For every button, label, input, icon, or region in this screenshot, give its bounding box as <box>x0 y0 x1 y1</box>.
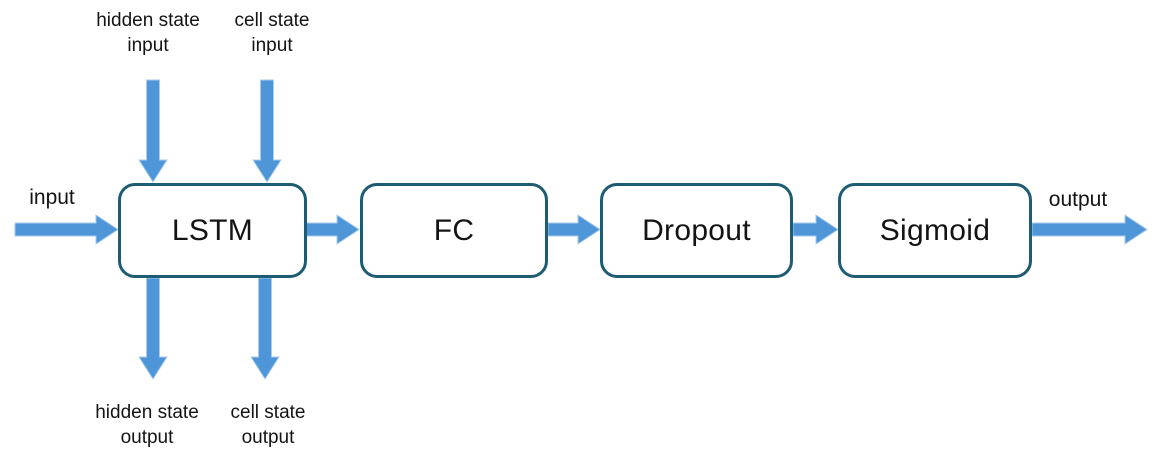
hidden-state-input-arrow <box>138 79 168 183</box>
fc-box-label: FC <box>433 213 475 247</box>
dropout-to-sigmoid-arrow <box>792 214 839 245</box>
hidden-state-output-label-line1: hidden state <box>95 402 199 423</box>
cell-state-input-label: cell state input <box>212 8 332 58</box>
dropout-box: Dropout <box>600 183 793 278</box>
lstm-to-fc-arrow <box>305 214 360 245</box>
lstm-box: LSTM <box>118 183 307 278</box>
output-label: output <box>1048 188 1108 211</box>
hidden-state-output-arrow <box>138 277 168 380</box>
cell-state-output-arrow <box>250 277 280 380</box>
fc-box: FC <box>360 183 548 278</box>
cell-state-input-arrow <box>252 79 282 183</box>
cell-state-output-label: cell state output <box>208 400 328 450</box>
dropout-box-label: Dropout <box>642 213 751 247</box>
cell-state-input-label-line2: input <box>251 35 293 56</box>
hidden-state-input-label-line1: hidden state <box>96 10 200 31</box>
sigmoid-box-label: Sigmoid <box>879 213 991 247</box>
cell-state-input-label-line1: cell state <box>234 10 310 31</box>
output-arrow <box>1031 214 1148 245</box>
hidden-state-output-label-line2: output <box>120 427 174 448</box>
hidden-state-output-label: hidden state output <box>87 400 207 450</box>
lstm-box-label: LSTM <box>171 213 254 247</box>
cell-state-output-label-line1: cell state <box>230 402 306 423</box>
fc-to-dropout-arrow <box>547 214 601 245</box>
hidden-state-input-label-line2: input <box>127 35 169 56</box>
hidden-state-input-label: hidden state input <box>88 8 208 58</box>
cell-state-output-label-line2: output <box>241 427 295 448</box>
sigmoid-box: Sigmoid <box>838 183 1032 278</box>
input-label: input <box>29 186 75 209</box>
input-arrow <box>14 214 119 245</box>
